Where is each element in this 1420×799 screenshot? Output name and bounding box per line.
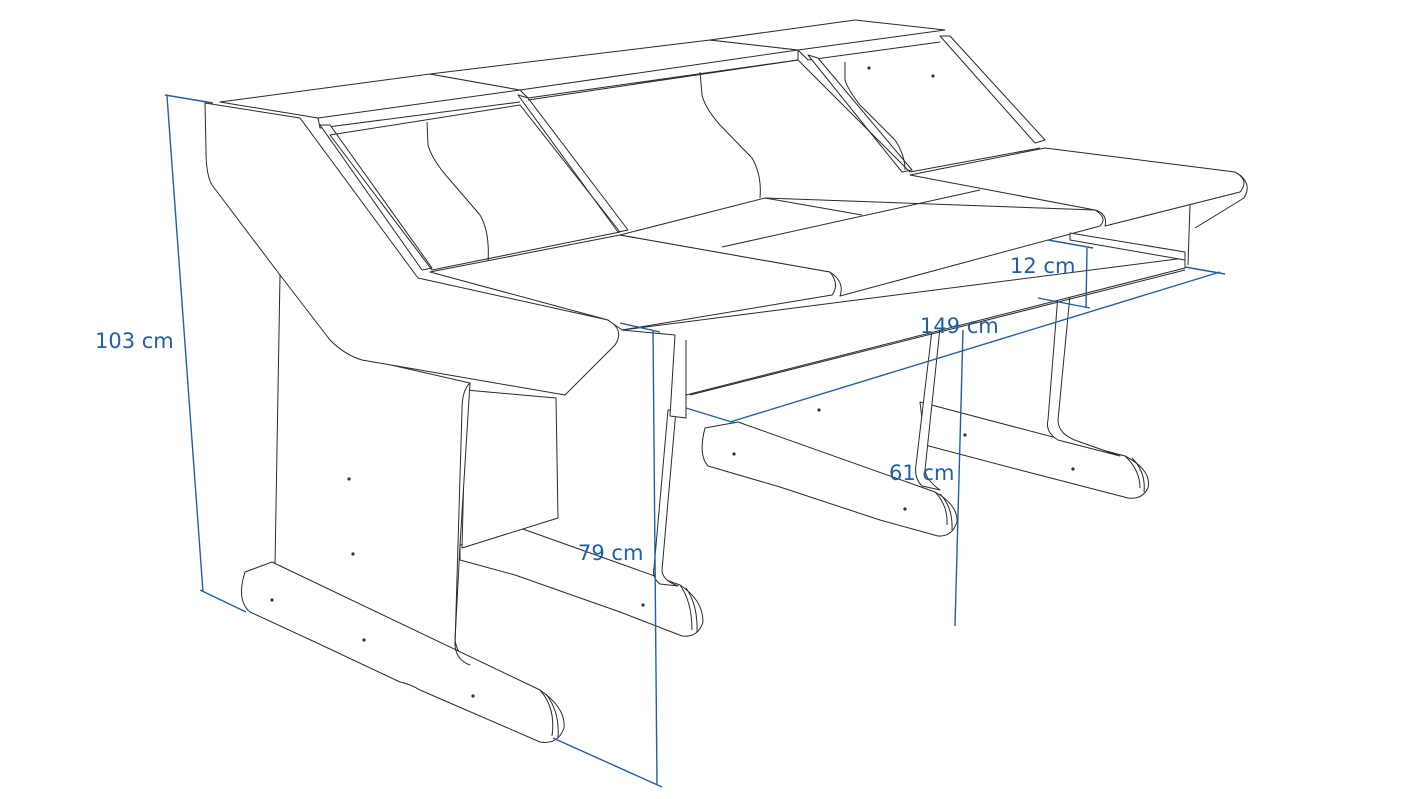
dimension-label-rack-clearance: 12 cm bbox=[1010, 254, 1076, 278]
middle-foot bbox=[701, 421, 958, 537]
dim-line-61 bbox=[954, 329, 964, 627]
desk-surface-right bbox=[909, 147, 1245, 227]
modesty-panel bbox=[461, 389, 559, 549]
dimension-label-height: 103 cm bbox=[95, 329, 174, 353]
screw-holes bbox=[270, 66, 1075, 698]
left-side-panel bbox=[204, 102, 620, 396]
dimension-lines bbox=[164, 94, 1226, 788]
rear-leg-middle bbox=[915, 327, 941, 491]
dim-line-149 bbox=[685, 266, 1226, 424]
dim-line-103 bbox=[164, 94, 247, 613]
rack-rail-middle bbox=[517, 94, 629, 233]
dim-line-12 bbox=[1037, 239, 1094, 309]
pullout-tray bbox=[1069, 232, 1186, 261]
dim-line-79 bbox=[552, 322, 663, 788]
dimension-label-width: 149 cm bbox=[920, 314, 999, 338]
rack-rail-far-right bbox=[939, 35, 1046, 144]
left-front-foot bbox=[240, 561, 565, 743]
rear-leg-right bbox=[1047, 294, 1121, 457]
desk-surface-middle bbox=[619, 197, 1104, 297]
rack-rail-right bbox=[807, 54, 913, 173]
dimension-label-depth: 61 cm bbox=[889, 461, 955, 485]
dimension-label-desk-height: 79 cm bbox=[578, 541, 644, 565]
